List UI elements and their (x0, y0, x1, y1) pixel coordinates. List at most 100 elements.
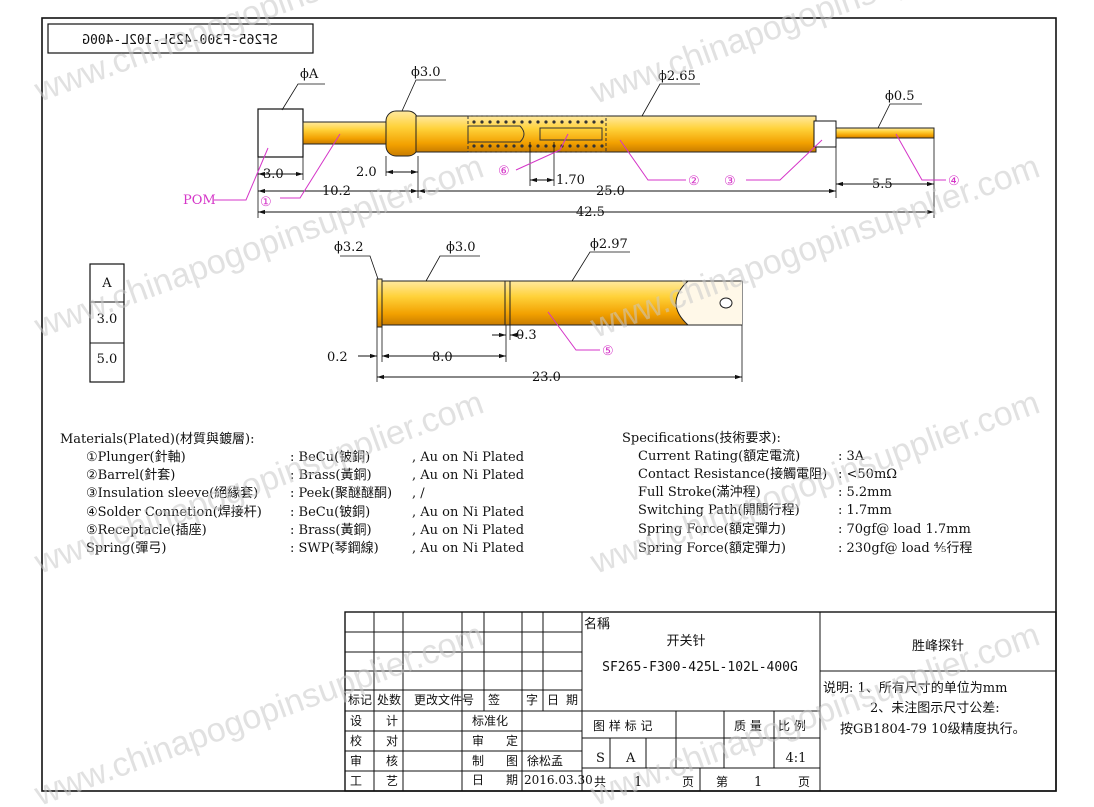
total-label: 共 (594, 775, 606, 789)
material-name: : Brass(黃銅) (290, 468, 372, 483)
drafter-name: 徐松孟 (527, 753, 563, 768)
page-unit: 页 (682, 775, 694, 789)
product-name: 开关针 (666, 634, 705, 649)
dim-phi-32: ϕ3.2 (334, 240, 364, 255)
plunger-shaft (302, 121, 389, 145)
callout-4: ④ (948, 174, 960, 189)
dim-02: 0.2 (327, 350, 348, 365)
date-label-2: 期 (506, 773, 518, 787)
callout-pom: POM (183, 193, 216, 208)
dim-425: 42.5 (576, 205, 605, 220)
callout-6: ⑥ (498, 164, 510, 179)
review-label-2: 定 (506, 733, 518, 748)
material-name: : BeCu(铍銅) (290, 505, 370, 520)
scale-value: 4:1 (786, 751, 807, 766)
dim-phi-297: ϕ2.97 (590, 237, 628, 252)
dim-phi-a: ϕA (300, 67, 319, 82)
company-name: 胜峰探针 (912, 639, 964, 654)
spec-value: : <50mΩ (838, 467, 897, 482)
material-part: ③Insulation sleeve(絕緣套) (86, 485, 258, 501)
material-name: : SWP(琴鋼線) (290, 540, 379, 556)
drawing-label-2: 图 (506, 754, 518, 768)
rev-header: 签 (488, 692, 500, 707)
callout-1: ① (260, 195, 272, 210)
materials-title: Materials(Plated)(材質與鍍層): (60, 431, 255, 447)
material-name: : Peek(聚醚醚酮) (290, 486, 392, 501)
spec-value: : 70gf@ load 1.7mm (838, 522, 971, 537)
dim-55: 5.5 (872, 177, 893, 192)
role-label: 设 (350, 714, 362, 728)
material-plating: , Au on Ni Plated (412, 541, 524, 556)
material-part: ④Solder Connetion(焊接杆) (86, 504, 262, 520)
insulation-sleeve (813, 120, 837, 148)
role-label: 核 (386, 754, 398, 768)
specifications-list: Specifications(技術要求): Current Rating(額定電… (622, 431, 972, 556)
material-plating: , Au on Ni Plated (412, 523, 524, 538)
spec-value: : 1.7mm (838, 503, 892, 518)
rev-header: 日 (547, 693, 559, 707)
material-name: : Brass(黃銅) (290, 523, 372, 538)
rev-header: 更改文件号 (414, 692, 474, 707)
spec-value: : 230gf@ load ⅘行程 (838, 541, 972, 556)
inner-plunger (467, 125, 525, 143)
dim-80: 8.0 (432, 350, 453, 365)
dim-phi-30b: ϕ3.0 (446, 240, 476, 255)
note-line-2: 2、未注图示尺寸公差: (870, 701, 1000, 716)
specs-title: Specifications(技術要求): (622, 431, 781, 446)
note-line-1: 说明: 1、所有尺寸的单位为mm (823, 680, 1007, 696)
spec-name: Contact Resistance(接觸電阻) (638, 466, 827, 482)
spec-name: Full Stroke(滿沖程) (638, 484, 761, 500)
spec-name: Spring Force(額定彈力) (638, 541, 786, 556)
drawing-label: 制 (472, 754, 484, 768)
a-table-header: A (101, 276, 112, 291)
dim-170: 1.70 (556, 173, 585, 188)
barrel (415, 115, 817, 153)
callout-3: ③ (724, 174, 736, 189)
top-callouts: POM ① ⑥ ② ③ ④ (183, 133, 960, 210)
watermark-text: www.chinapogopinsupplier.com (29, 0, 489, 110)
receptacle-slot (675, 280, 742, 326)
mark-s: S (596, 751, 605, 766)
pom-block (257, 108, 304, 158)
mirrored-part-code: SF265-F300-425L-102L-400G (47, 23, 314, 54)
material-plating: , Au on Ni Plated (412, 468, 524, 483)
spring-dots (472, 120, 604, 148)
material-part: ①Plunger(針軸) (86, 450, 186, 465)
role-label: 对 (386, 734, 398, 748)
title-block: 标记 处数 更改文件号 签 字 日 期 设 计 校 对 审 核 工 艺 标准化 … (344, 611, 1057, 792)
dim-250: 25.0 (596, 184, 625, 199)
material-part: ②Barrel(針套) (86, 467, 175, 483)
top-dimensions: ϕA ϕ3.0 ϕ2.65 ϕ0.5 3.0 2.0 10.2 1.70 25.… (257, 65, 935, 220)
rev-header: 字 (526, 692, 538, 707)
dim-03: 0.3 (516, 328, 537, 343)
role-label: 计 (386, 714, 398, 728)
barrel-collar (385, 110, 419, 157)
spec-value: : 3A (838, 449, 865, 464)
material-plating: , Au on Ni Plated (412, 450, 524, 465)
material-plating: , / (412, 486, 425, 501)
part-code: SF265-F300-425L-102L-400G (602, 660, 798, 675)
material-part: Spring(彈弓) (86, 541, 166, 556)
receptacle-dimensions: ϕ3.2 ϕ3.0 ϕ2.97 0.2 8.0 0.3 23.0 ⑤ (327, 237, 743, 385)
watermark-text: www.chinapogopinsupplier.com (585, 384, 1045, 582)
receptacle (376, 278, 743, 328)
spec-name: Switching Path(開關行程) (638, 503, 800, 518)
name-label: 名稱 (584, 616, 610, 632)
mark-a: A (625, 751, 636, 766)
mass-header: 质 量 (734, 719, 762, 733)
standardize-label: 标准化 (472, 714, 508, 728)
materials-list: Materials(Plated)(材質與鍍層): ①Plunger(針軸) :… (60, 431, 524, 556)
role-label: 校 (350, 733, 362, 748)
role-label: 工 (350, 774, 362, 788)
drawing-date: 2016.03.30 (524, 773, 593, 787)
dim-phi-265: ϕ2.65 (658, 69, 696, 84)
role-label: 审 (350, 753, 362, 768)
rev-header: 标记 (348, 693, 372, 707)
spec-name: Spring Force(額定彈力) (638, 522, 786, 537)
dim-102: 10.2 (322, 184, 351, 199)
total-pages: 1 (634, 775, 642, 790)
date-label: 日 (472, 773, 484, 787)
callout-5: ⑤ (602, 344, 614, 359)
mark-header: 图 样 标 记 (593, 718, 652, 733)
